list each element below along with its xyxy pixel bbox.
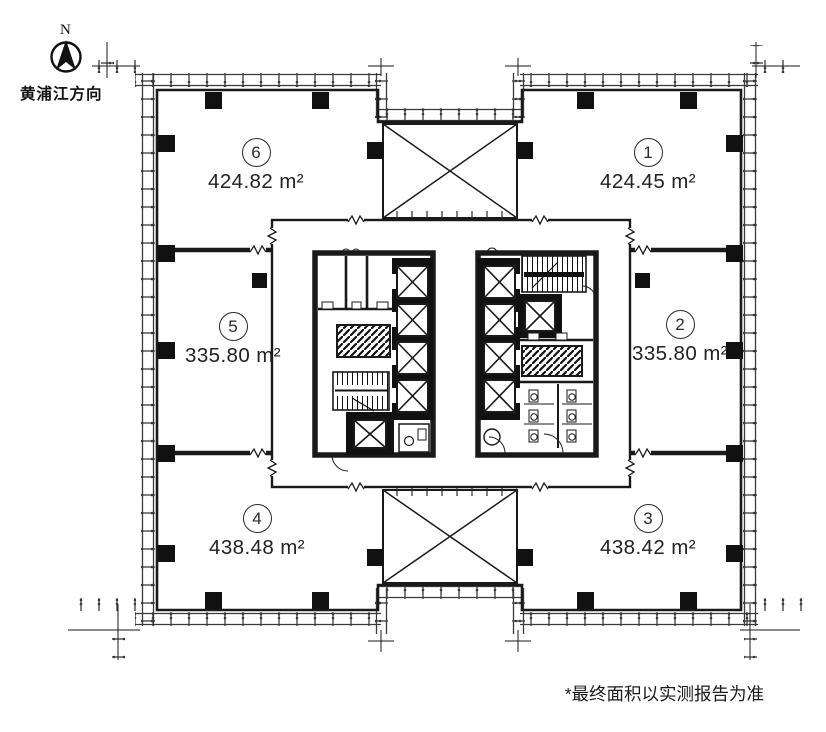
core-right: [475, 247, 599, 458]
unit-1-number: 1: [633, 138, 663, 167]
unit-3-area: 438.42 m²: [600, 536, 696, 559]
elevator-bank-left: [392, 258, 433, 420]
stair-right: [521, 255, 587, 293]
shaft-hatched-left: [336, 324, 391, 358]
unit-6-area: 424.82 m²: [208, 170, 304, 193]
north-arrow-icon: [50, 40, 82, 73]
stair-left: [332, 371, 390, 412]
structural-columns: [158, 92, 743, 609]
top-void: [382, 123, 518, 219]
unit-6-number: 6: [241, 138, 271, 167]
unit-1-label: 1 424.45 m²: [558, 138, 738, 194]
building-inner-wall: [155, 88, 743, 612]
fixture-circle: [483, 428, 501, 446]
unit-1-area: 424.45 m²: [600, 170, 696, 193]
compass-north-label: N: [60, 22, 71, 38]
bottom-void: [382, 488, 518, 584]
unit-4-area: 438.48 m²: [209, 536, 305, 559]
compass-direction-label: 黄浦江方向: [20, 86, 103, 103]
unit-5-number: 5: [218, 312, 248, 341]
unit-4-label: 4 438.48 m²: [167, 504, 347, 560]
unit-2-area: 335.80 m²: [632, 342, 728, 365]
curtain-wall-facade: [68, 42, 803, 664]
unit-2-label: 2 335.80 m²: [590, 310, 770, 366]
elevator-bank-right: [478, 258, 520, 420]
unit-2-number: 2: [665, 310, 695, 339]
unit-4-number: 4: [242, 504, 272, 533]
unit-5-label: 5 335.80 m²: [143, 312, 323, 368]
unit-5-area: 335.80 m²: [185, 344, 281, 367]
toilets-right: [520, 380, 593, 448]
elevator-left-bottom: [346, 412, 394, 455]
toilet-left: [398, 423, 430, 453]
corridor-boundary: [270, 218, 632, 489]
shaft-hatched-right: [521, 345, 583, 377]
unit-3-number: 3: [633, 504, 663, 533]
unit-3-label: 3 438.42 m²: [558, 504, 738, 560]
area-disclaimer: *最终面积以实测报告为准: [564, 684, 764, 704]
unit-6-label: 6 424.82 m²: [166, 138, 346, 194]
core-left: [312, 248, 436, 472]
elevator-right: [518, 294, 562, 338]
